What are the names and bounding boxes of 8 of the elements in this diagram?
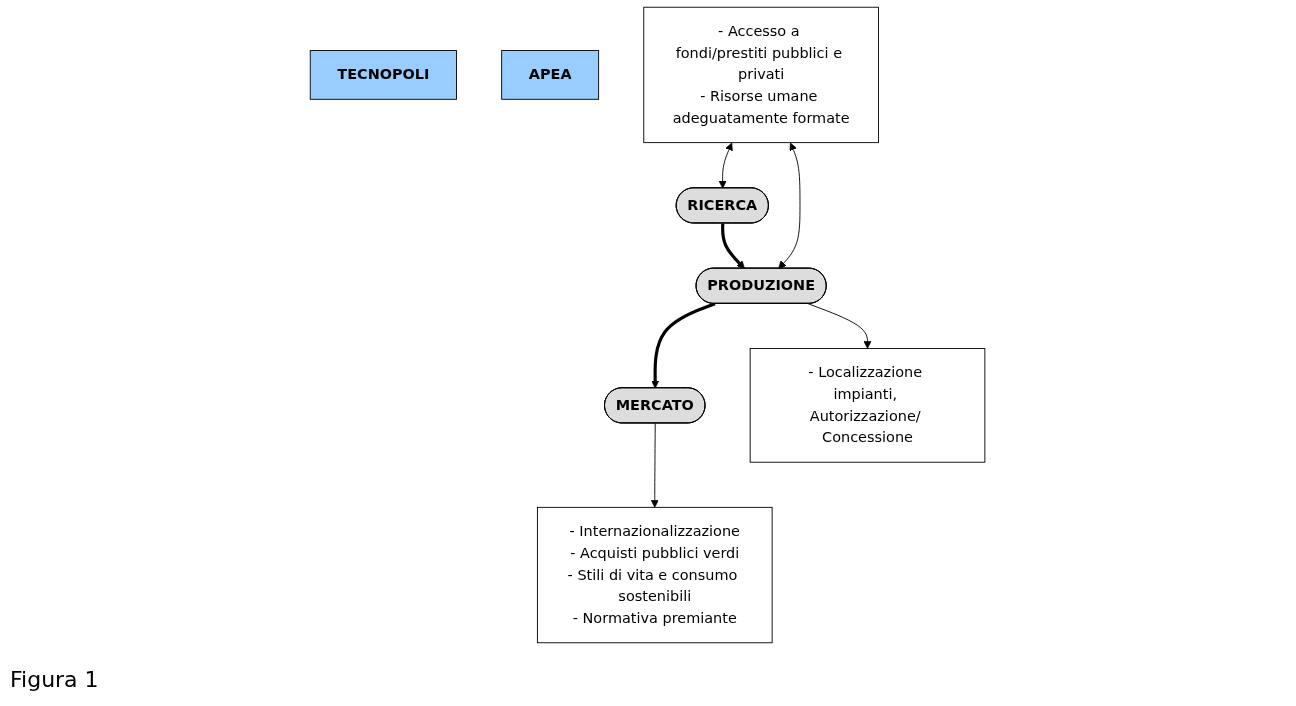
figure-caption: Figura 1: [10, 667, 99, 692]
arrow: [721, 223, 746, 269]
node-box: - Internazionalizzazione - Acquisti pubblici verdi - Stili di vita e consumo sostenibili - Normativa premiante: [537, 506, 774, 644]
node-box: - Accesso a fondi/prestiti pubblici e privati - Risorse umane adeguatamente formate: [643, 6, 880, 144]
node-box: TECNOPOLI: [310, 50, 458, 100]
node-box: APEA: [501, 50, 600, 100]
node-box: - Localizzazione impianti, Autorizzazione/ Concessione: [750, 348, 986, 463]
arrow: [651, 302, 716, 389]
